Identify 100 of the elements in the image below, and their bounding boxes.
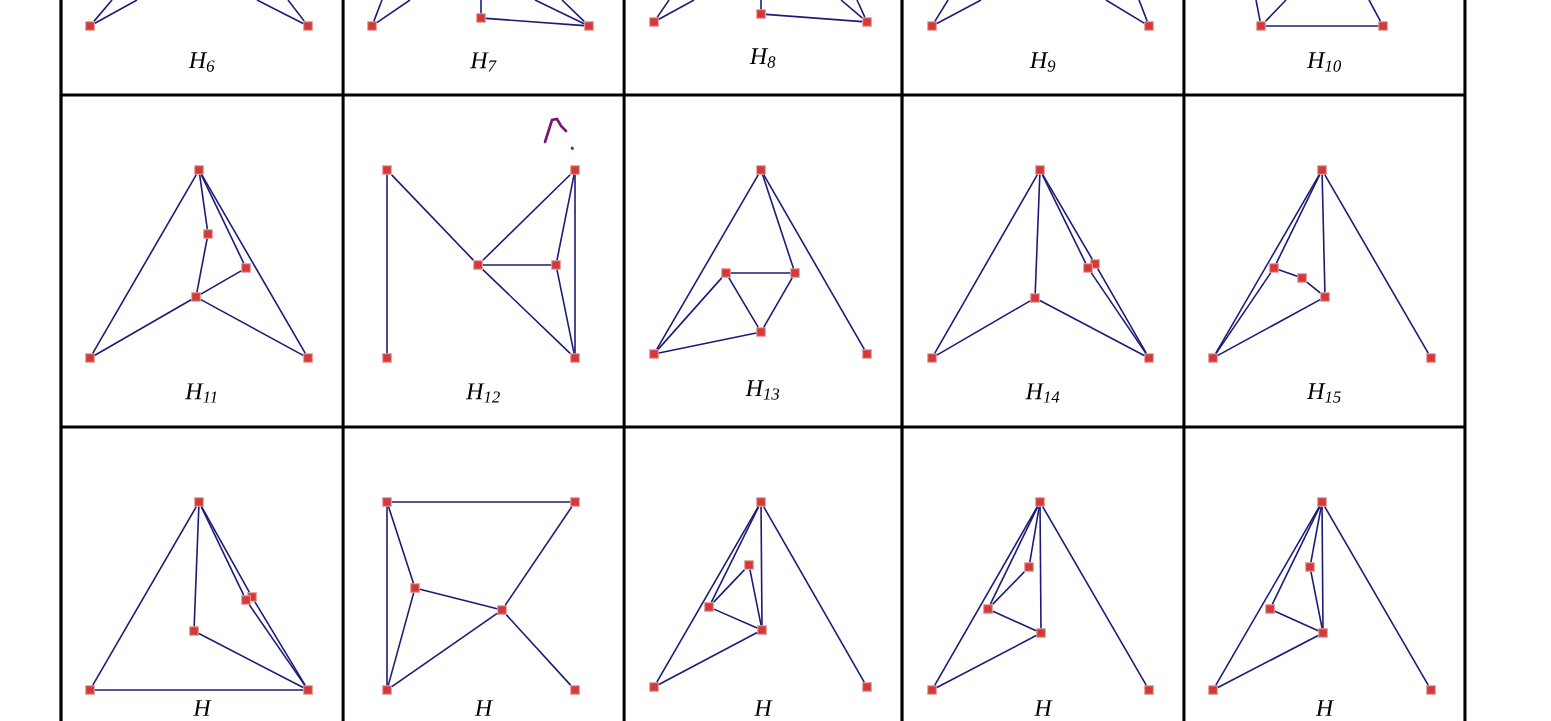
graph-edge <box>936 300 1031 356</box>
graph-label: H <box>474 700 494 716</box>
vertex-marker <box>649 349 659 359</box>
vertex-marker <box>744 560 754 570</box>
graph-edge <box>1042 174 1093 260</box>
vertex-marker <box>497 605 507 615</box>
vertex-marker <box>570 685 580 695</box>
graph-edge <box>658 0 695 21</box>
graph-edge <box>934 0 949 22</box>
vertex-marker <box>1426 685 1436 695</box>
graph-edge <box>765 13 863 23</box>
graph-edge <box>728 277 759 328</box>
vertex-marker <box>194 165 204 175</box>
graph-edge <box>1306 281 1321 294</box>
vertex-marker <box>1144 685 1154 695</box>
graph-label: H$_{13}$ <box>745 380 780 400</box>
vertex-marker <box>1269 263 1279 273</box>
graph-edge <box>390 174 475 261</box>
graph-edge <box>1039 506 1042 629</box>
graph-label: H$_{6}$ <box>188 52 215 72</box>
graph-label: H$_{7}$ <box>470 52 497 72</box>
vertex-marker <box>85 353 95 363</box>
graph-edge <box>1217 298 1321 357</box>
graph-label: H <box>754 700 773 716</box>
graph-label: H <box>1034 700 1053 716</box>
vertex-marker <box>1426 353 1436 363</box>
graph-edge <box>387 592 415 686</box>
vertex-marker <box>303 21 313 31</box>
graph-edge <box>657 277 723 350</box>
graph-edge <box>94 0 138 25</box>
graph-edge <box>386 174 388 354</box>
graph-edge <box>1039 299 1145 357</box>
vertex-marker <box>382 165 392 175</box>
vertex-marker <box>1144 21 1154 31</box>
vertex-marker <box>1297 273 1307 283</box>
graph-edge <box>1042 506 1147 686</box>
graph-label: H <box>1315 700 1335 716</box>
vertex-marker <box>1036 628 1046 638</box>
graph-edge <box>1321 174 1326 293</box>
graph-edge <box>658 631 758 686</box>
graph-edge <box>376 0 411 24</box>
vertex-marker <box>649 17 659 27</box>
graph-edge <box>763 277 793 328</box>
graph-edge <box>534 0 585 25</box>
vertex-marker <box>756 165 766 175</box>
vertex-marker <box>721 268 731 278</box>
graph-edge <box>485 17 585 27</box>
graph-edge <box>1090 272 1147 354</box>
graph-edge <box>989 506 1039 605</box>
vertex-marker <box>1035 165 1045 175</box>
graph-edge <box>656 506 759 683</box>
vertex-marker <box>1208 353 1218 363</box>
graph-edge <box>386 506 388 686</box>
graph-edge <box>373 0 383 22</box>
vertex-marker <box>1030 293 1040 303</box>
vertex-marker <box>476 13 486 23</box>
vertex-marker <box>1305 562 1315 572</box>
graph-edge <box>840 0 863 19</box>
graph-label: H$_{8}$ <box>749 48 776 68</box>
vertex-marker <box>927 353 937 363</box>
graph-edge <box>1278 268 1298 278</box>
vertex-marker <box>1317 165 1327 175</box>
graph-edge <box>1265 25 1379 27</box>
graph-edge <box>1324 506 1429 686</box>
graph-edge <box>1217 634 1319 689</box>
graph-edge <box>419 588 498 610</box>
vertex-marker <box>1265 604 1275 614</box>
vertex-marker <box>551 260 561 270</box>
vertex-marker <box>927 21 937 31</box>
graph-edge <box>556 174 575 261</box>
vertex-marker <box>203 229 213 239</box>
graph-label: H$_{11}$ <box>185 383 217 403</box>
vertex-marker <box>983 604 993 614</box>
graph-edge <box>936 0 982 25</box>
vertex-marker <box>85 685 95 695</box>
graph-edge <box>94 689 304 691</box>
graph-edge <box>92 506 197 686</box>
graph-edge <box>936 634 1037 689</box>
graph-edge <box>1029 506 1040 563</box>
vertex-marker <box>927 685 937 695</box>
graph-edge <box>856 0 866 18</box>
graph-edge <box>1275 174 1321 264</box>
graph-edge <box>992 610 1037 632</box>
graph-edge <box>934 506 1038 686</box>
vertex-marker <box>367 21 377 31</box>
graph-edge <box>1097 268 1147 354</box>
graph-edge <box>200 298 304 357</box>
graph-label: H$_{10}$ <box>1306 52 1342 72</box>
vertex-marker <box>704 602 714 612</box>
vertex-marker <box>189 626 199 636</box>
vertex-marker <box>382 497 392 507</box>
vertex-marker <box>1318 628 1328 638</box>
graph-edge <box>94 299 192 356</box>
vertex-marker <box>1256 21 1266 31</box>
graph-edge <box>574 174 576 354</box>
vertex-marker <box>1317 497 1327 507</box>
graph-edge <box>200 174 245 264</box>
vertex-marker <box>570 165 580 175</box>
vertex-marker <box>1144 353 1154 363</box>
graph-edge <box>504 506 573 606</box>
